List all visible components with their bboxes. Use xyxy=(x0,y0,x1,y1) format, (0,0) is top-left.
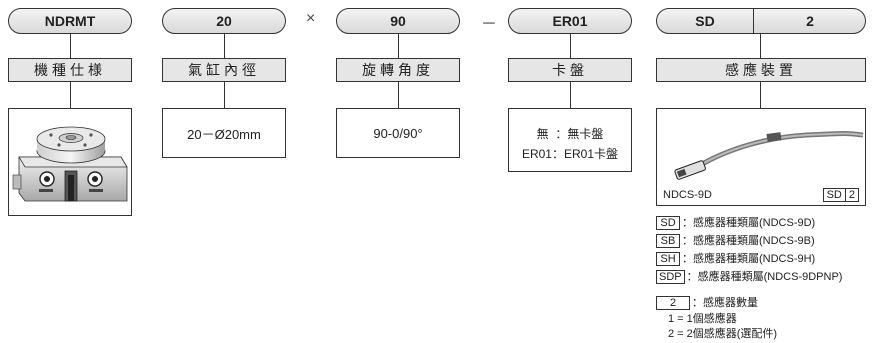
quantity-option-2: 2 = 2個感應器(選配件) xyxy=(668,328,778,340)
sensor-tag-type: SD xyxy=(822,188,846,202)
sensor-type-row: SDP：感應器種類屬(NDCS-9DPNP) xyxy=(656,268,842,284)
product-image-box xyxy=(8,108,132,216)
sensor-type-row: SH：感應器種類屬(NDCS-9H) xyxy=(656,250,815,266)
chuck-option-er01: ER01：ER01卡盤 xyxy=(509,145,631,162)
connector-line xyxy=(570,82,572,108)
bore-value-box: 20－Ø20mm xyxy=(162,108,286,158)
chuck-options-box: 無 ：無卡盤 ER01：ER01卡盤 xyxy=(508,108,632,172)
sensor-type-code-box: SDP xyxy=(656,270,685,284)
times-operator: × xyxy=(306,10,316,27)
sensor-illustration xyxy=(674,131,864,180)
sensor-type-desc: ：感應器種類屬(NDCS-9H) xyxy=(682,253,816,265)
pill-divider xyxy=(753,9,755,33)
connector-line xyxy=(70,34,72,58)
quantity-code-box: 2 xyxy=(656,296,690,310)
connector-line xyxy=(760,82,762,108)
connector-line xyxy=(224,82,226,108)
chuck-option-text: ER01卡盤 xyxy=(564,147,619,161)
sensor-model-caption: NDCS-9D xyxy=(663,189,712,201)
chuck-code-pill: ER01 xyxy=(508,8,632,34)
sensor-type-code-box: SB xyxy=(656,234,680,248)
sensor-qty-code: 2 xyxy=(806,13,814,29)
chuck-option-none: 無 ：無卡盤 xyxy=(509,125,631,142)
sensor-type-row: SB：感應器種類屬(NDCS-9B) xyxy=(656,232,815,248)
sensor-type-desc: ：感應器種類屬(NDCS-9DPNP) xyxy=(686,271,843,283)
bore-value: 20－Ø20mm xyxy=(187,126,261,142)
rotary-actuator-illustration xyxy=(12,126,128,202)
quantity-option-1: 1 = 1個感應器 xyxy=(668,313,737,325)
chuck-option-sep: ： xyxy=(551,147,564,161)
sensor-type-row: SD：感應器種類屬(NDCS-9D) xyxy=(656,214,815,230)
sensor-code-pill: SD 2 xyxy=(656,8,866,34)
sensor-tag-qty: 2 xyxy=(845,188,859,202)
quantity-desc: ：感應器數量 xyxy=(692,297,758,309)
sensor-type-code: SD xyxy=(695,13,715,29)
bore-code-pill: 20 xyxy=(162,8,286,34)
sensor-type-desc: ：感應器種類屬(NDCS-9B) xyxy=(682,235,815,247)
connector-line xyxy=(224,34,226,58)
angle-code: 90 xyxy=(390,13,406,29)
connector-line xyxy=(570,34,572,58)
chuck-option-key: 無 xyxy=(536,127,549,141)
connector-line xyxy=(760,34,762,58)
sensor-type-code-box: SD xyxy=(656,216,680,230)
connector-line xyxy=(398,34,400,58)
connector-line xyxy=(70,82,72,108)
angle-label: 旋轉角度 xyxy=(336,58,460,82)
chuck-label: 卡盤 xyxy=(508,58,632,82)
bore-code: 20 xyxy=(216,13,232,29)
model-code: NDRMT xyxy=(44,13,96,29)
connector-line xyxy=(398,82,400,108)
quantity-row: 2：感應器數量 xyxy=(656,294,758,310)
sensor-type-code-box: SH xyxy=(656,252,680,266)
dash-operator: － xyxy=(481,16,498,33)
model-code-pill: NDRMT xyxy=(8,8,132,34)
chuck-option-sep: ： xyxy=(555,127,568,141)
chuck-code: ER01 xyxy=(552,13,588,29)
bore-label: 氣缸內徑 xyxy=(162,58,286,82)
chuck-option-key: ER01 xyxy=(521,147,552,161)
sensor-device-label: 感應裝置 xyxy=(656,58,866,82)
angle-value: 90-0/90° xyxy=(373,125,423,141)
sensor-type-desc: ：感應器種類屬(NDCS-9D) xyxy=(682,217,816,229)
model-spec-label: 機種仕様 xyxy=(8,58,132,82)
angle-value-box: 90-0/90° xyxy=(336,108,460,158)
chuck-option-text: 無卡盤 xyxy=(567,127,604,141)
angle-code-pill: 90 xyxy=(336,8,460,34)
